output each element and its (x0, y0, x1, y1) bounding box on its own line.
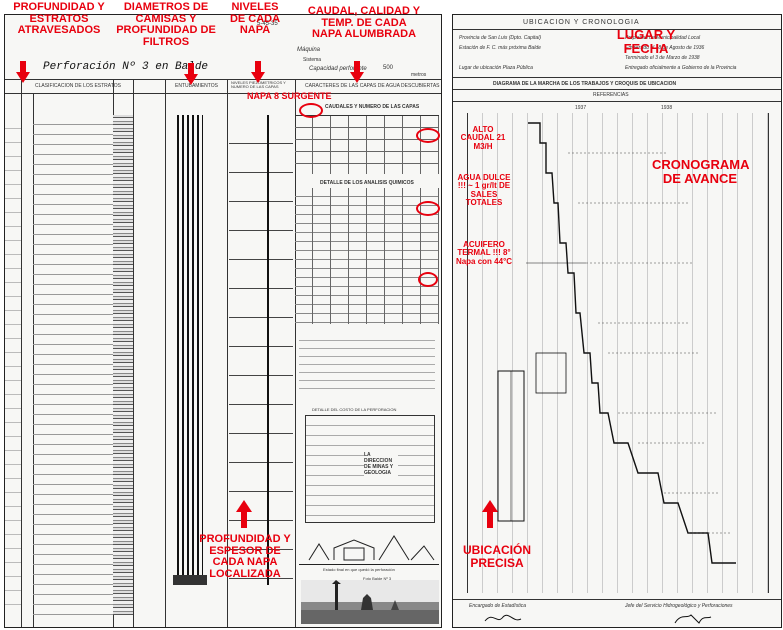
site-photo (301, 580, 439, 624)
propiedad-line: Propiedad de Municipalidad Local (625, 35, 701, 41)
terminado-line: Terminado el 3 de Marzo de 1938 (625, 55, 700, 61)
left-document-sheet: Perforación Nº 3 en Balde 5-45-35 Máquin… (4, 14, 442, 628)
estacion-line: Estación de F. C. más próxima Balde (459, 45, 541, 51)
date-code: 5-45-35 (257, 21, 278, 27)
strata-column (113, 115, 133, 615)
circle-napa8 (299, 103, 323, 118)
arrow-ubicacion (482, 500, 498, 528)
header-estratos: CLASIFICACION DE LOS ESTRATOS (35, 83, 121, 89)
arrow-niveles (251, 61, 265, 83)
perforacion-title: Perforación Nº 3 en Balde (43, 61, 209, 73)
year-1938: 1938 (661, 105, 673, 111)
annotation-agua-dulce: AGUA DULCE !!! ~ 1 gr/lt DE SALES TOTALE… (457, 173, 511, 208)
arrow-profundidad-napa (236, 500, 252, 528)
analisis-title: DETALLE DE LOS ANALISIS QUIMICOS (320, 180, 414, 186)
annotation-lugar-fecha: LUGAR Y FECHA (616, 27, 676, 56)
annotation-niveles: NIVELES DE CADA NAPA (229, 1, 281, 37)
well-sketch (299, 530, 439, 565)
estado-final: Estado final en que quedó la perforación (323, 567, 395, 572)
costo-title: DETALLE DEL COSTO DE LA PERFORACION (312, 407, 397, 412)
diagrama-title: DIAGRAMA DE LA MARCHA DE LOS TRABAJOS Y … (493, 81, 677, 87)
circle-temp (418, 272, 438, 287)
annotation-acuifero: ACUIFERO TERMAL !!! 8° Napa con 44°C (455, 240, 513, 266)
annotation-ubicacion: UBICACIÓN PRECISA (463, 543, 531, 570)
strata-rows (33, 115, 113, 615)
annotation-profundidad-napa: PROFUNDIDAD Y ESPESOR DE CADA NAPA LOCAL… (199, 533, 291, 580)
arrow-caudal (350, 61, 364, 83)
caudales-title: CAUDALES Y NUMERO DE LAS CAPAS (325, 104, 420, 110)
capacidad-label: Capacidad perforante (309, 66, 367, 72)
referencias-label: REFERENCIAS (593, 92, 629, 98)
annotation-caudal: CAUDAL, CALIDAD Y TEMP. DE CADA NAPA ALU… (307, 5, 421, 41)
right-document-sheet: UBICACION Y CRONOLOGIA Provincia de San … (452, 14, 782, 628)
niveles-markers (229, 115, 293, 585)
entregado-line: Entregado oficialmente a Gobierno de la … (625, 65, 737, 71)
metros-label: metros (411, 72, 427, 78)
casing-pipes (177, 115, 203, 585)
signature-right (674, 614, 712, 624)
jefe-label: Jefe del Servicio Hidrogeológico y Perfo… (625, 603, 733, 609)
encargado-label: Encargado de Estadística (469, 603, 526, 609)
arrow-estratos (16, 61, 30, 83)
provincia-line: Provincia de San Luis (Dpto. Capital) (459, 35, 541, 41)
lugar-line: Lugar de ubicación Plaza Pública (459, 65, 533, 71)
signature-left (484, 614, 522, 622)
year-1937: 1937 (575, 105, 587, 111)
annotation-alto-caudal: ALTO CAUDAL 21 M3/H (460, 125, 506, 151)
header-caracteres: CARACTERES DE LAS CAPAS DE AGUA DESCUBIE… (305, 83, 440, 89)
sistema-label: Sistema (303, 57, 322, 63)
annotation-diametros: DIAMETROS DE CAMISAS Y PROFUNDIDAD DE FI… (116, 1, 216, 48)
notes-section (299, 333, 435, 393)
circle-sales (416, 201, 440, 216)
capacidad-value: 500 (383, 65, 394, 71)
costo-box: DETALLE DEL COSTO DE LA PERFORACION LA D… (305, 407, 435, 523)
ubicacion-title: UBICACION Y CRONOLOGIA (523, 19, 640, 26)
maquina-label: Máquina (297, 47, 321, 53)
foto-label: Foto Balde Nº 3 (363, 576, 392, 581)
caudales-table: CAUDALES Y NUMERO DE LAS CAPAS DETALLE D… (295, 104, 439, 326)
progress-curve (497, 122, 736, 564)
arrow-diametros (184, 63, 198, 85)
empezado-line: Empezado el 18 de Agosto de 1936 (625, 45, 705, 51)
annotation-cronograma: CRONOGRAMA DE AVANCE (652, 157, 750, 186)
circle-caudal (416, 128, 440, 143)
header-entubamientos: ENTUBAMIENTOS (175, 83, 218, 89)
direccion-label: LA DIRECCION DE MINAS Y GEOLOGIA (364, 452, 398, 476)
annotation-profundidad-estratos: PROFUNDIDAD Y ESTRATOS ATRAVESADOS (13, 1, 105, 37)
annotation-napa8: NAPA 8 SURGENTE (247, 91, 332, 101)
chronogram-grid (467, 113, 769, 593)
